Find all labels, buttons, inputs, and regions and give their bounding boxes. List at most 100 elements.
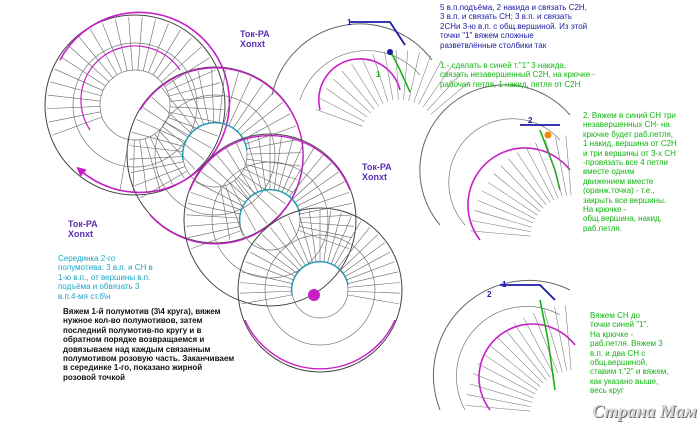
- stitch-ray: [270, 227, 303, 269]
- stitch-ray: [408, 52, 420, 102]
- stitch-ray: [245, 125, 297, 145]
- stitch-ray: [469, 383, 532, 403]
- stitch-ray: [201, 171, 246, 204]
- stitch-ray: [47, 106, 101, 109]
- stitch-ray: [372, 54, 389, 102]
- stitch-ray: [298, 212, 313, 264]
- stitch-ray: [164, 57, 210, 87]
- stitch-ray: [240, 102, 284, 136]
- stitch-ray: [142, 19, 156, 72]
- stitch-ray: [187, 203, 241, 215]
- stitch-ray: [291, 162, 332, 200]
- stitch-ray: [144, 138, 161, 190]
- stitch-ray: [236, 142, 259, 193]
- stitch-ray: [262, 234, 301, 271]
- pink-end-dot: [308, 289, 320, 301]
- stitch-ray: [184, 74, 205, 126]
- stitch-ray: [545, 139, 563, 197]
- stitch-ray: [516, 152, 551, 203]
- stitch-ray: [225, 148, 255, 195]
- stitch-ray: [232, 83, 264, 129]
- stitch-ray: [139, 139, 148, 193]
- stitch-ray: [430, 81, 470, 115]
- stitch-ray: [426, 73, 462, 111]
- stitch-ray: [149, 136, 173, 185]
- stitch-ray: [69, 46, 110, 82]
- stitch-ray: [339, 234, 378, 271]
- stitch-ray: [54, 68, 104, 91]
- stitch-ray: [278, 221, 306, 267]
- note-middle: Серединка 2-го полумотива: 3 в.п. и СН в…: [58, 254, 153, 301]
- stitch-ray: [237, 176, 278, 215]
- stitch-ray: [403, 50, 409, 101]
- detail-panel-1: [271, 21, 433, 111]
- stitch-ray: [361, 58, 384, 104]
- detail-stitch-rays: [315, 50, 572, 412]
- stitch-ray: [505, 329, 547, 381]
- stitch-ray: [130, 161, 184, 173]
- stitch-ray: [273, 136, 282, 191]
- stitch-ray: [422, 66, 452, 108]
- point-label: 1: [502, 280, 507, 289]
- stitch-ray: [129, 145, 184, 152]
- stitch-ray: [161, 46, 202, 83]
- signature-nick: Xonxt: [240, 39, 266, 49]
- stitch-ray: [347, 271, 398, 284]
- stitch-ray: [242, 113, 291, 140]
- stitch-ray: [158, 130, 196, 170]
- stitch-ray: [543, 309, 563, 372]
- point-label: 2: [487, 290, 492, 299]
- note-step1: 1.- сделать в синей т."1" 3 накида, связ…: [440, 61, 595, 89]
- point-label: 1: [347, 18, 352, 27]
- stitch-ray: [216, 154, 252, 197]
- stitch-ray: [395, 50, 399, 101]
- stitch-ray: [413, 55, 432, 103]
- stitch-ray: [169, 106, 223, 110]
- note-step0: 5 в.п.подъёма, 2 накида и связать С2Н, 3…: [440, 3, 588, 50]
- stitch-rays: [47, 17, 400, 305]
- point-label: 2: [528, 116, 533, 125]
- stitch-ray: [330, 216, 352, 265]
- signature-name: Ток-РА: [362, 162, 392, 172]
- stitch-ray: [246, 138, 300, 150]
- stitch-ray: [143, 107, 189, 138]
- stitch-ray: [186, 214, 241, 219]
- stitch-ray: [169, 111, 222, 124]
- stitch-ray: [195, 181, 244, 207]
- stitch-ray: [52, 116, 103, 136]
- stitch-ray: [152, 29, 181, 76]
- stitch-ray: [299, 214, 354, 219]
- stitch-ray: [296, 181, 345, 207]
- stitch-ray: [78, 36, 114, 79]
- stitch-ray: [508, 158, 547, 206]
- stitch-ray: [131, 131, 185, 147]
- stitch-ray: [474, 210, 532, 228]
- detail-panel-2: [419, 84, 571, 241]
- stitch-ray: [208, 162, 249, 200]
- stitch-ray: [337, 227, 370, 269]
- note-main: Вяжем 1-й полумотив (3\4 круга), вяжем н…: [63, 307, 235, 382]
- stitch-ray: [168, 82, 221, 97]
- note-step3: Вяжем СН до точки синей "1". На крючке -…: [590, 311, 669, 396]
- stitch-ray: [132, 139, 135, 193]
- stitch-ray: [288, 216, 310, 265]
- stitch-ray: [148, 23, 169, 73]
- stitch-ray: [294, 171, 339, 204]
- stitch-ray: [246, 152, 301, 155]
- stitch-ray: [554, 306, 567, 371]
- stitch-ray: [473, 373, 534, 399]
- stitch-ray: [243, 168, 293, 193]
- motif-1: [44, 11, 231, 196]
- stitch-ray: [119, 139, 130, 192]
- stitch-ray: [482, 190, 536, 220]
- stitch-ray: [327, 212, 342, 264]
- signature-nick: Xonxt: [68, 229, 94, 239]
- stitch-ray: [288, 154, 324, 197]
- stitch-ray: [240, 282, 293, 288]
- stitch-ray: [555, 136, 567, 196]
- stitch-ray: [190, 229, 242, 250]
- signature-2: Ток-РА Xonxt: [362, 162, 392, 182]
- stitch-ray: [523, 317, 555, 376]
- stitch-ray: [89, 29, 118, 76]
- stitch-ray: [308, 210, 317, 263]
